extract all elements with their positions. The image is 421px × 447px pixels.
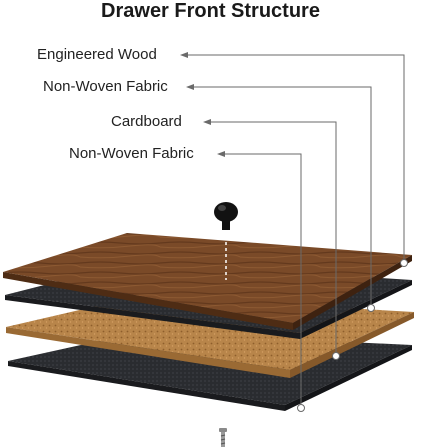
leader-cardboard [203, 119, 340, 360]
label-engineered-wood: Engineered Wood [37, 46, 157, 63]
knob-icon [214, 202, 238, 230]
leader-non-woven-fabric-top [186, 84, 375, 312]
leader-non-woven-fabric-bottom [217, 151, 305, 412]
leader-engineered-wood [180, 52, 408, 267]
screw-icon [219, 428, 227, 447]
label-cardboard: Cardboard [111, 113, 182, 130]
label-non-woven-fabric-top: Non-Woven Fabric [43, 78, 168, 95]
diagram-title: Drawer Front Structure [101, 0, 320, 22]
label-non-woven-fabric-bottom: Non-Woven Fabric [69, 145, 194, 162]
layer-engineered-wood [3, 233, 412, 330]
